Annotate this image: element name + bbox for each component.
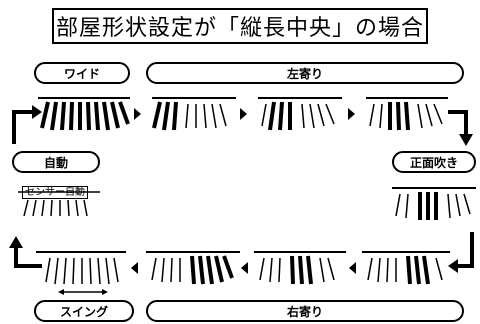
unit-swing xyxy=(36,251,126,295)
unit-sensor-auto xyxy=(18,191,100,217)
step-arrow-3 xyxy=(348,108,355,120)
unit-wide xyxy=(38,97,130,131)
step-arrow-5 xyxy=(241,262,248,274)
unit-front xyxy=(392,187,476,220)
page-title: 部屋形状設定が「縦長中央」の場合 xyxy=(52,8,428,44)
flow-arrow-left-up xyxy=(12,105,42,144)
step-arrow-4 xyxy=(131,262,138,274)
unit-right-3 xyxy=(146,251,240,285)
unit-left-2 xyxy=(258,97,342,131)
page-title-text: 部屋形状設定が「縦長中央」の場合 xyxy=(55,16,424,41)
flow-arrow-right-bottom xyxy=(448,232,474,273)
flow-arrow-left-bottom-up xyxy=(9,236,42,268)
front-blow-label: 正面吹き xyxy=(392,151,476,173)
unit-right-1 xyxy=(362,251,450,285)
auto-label: 自動 xyxy=(12,151,100,173)
right-lean-label: 右寄り xyxy=(146,300,464,322)
swing-label: スイング xyxy=(34,300,134,322)
step-arrow-2 xyxy=(240,108,247,120)
flow-arrow-right-down xyxy=(448,110,473,146)
unit-left-1 xyxy=(152,97,236,131)
wide-label: ワイド xyxy=(34,62,130,84)
step-arrow-1 xyxy=(134,108,141,120)
unit-left-3 xyxy=(366,97,448,131)
unit-right-2 xyxy=(254,251,346,285)
left-lean-label: 左寄り xyxy=(146,62,464,84)
step-arrow-6 xyxy=(349,262,356,274)
